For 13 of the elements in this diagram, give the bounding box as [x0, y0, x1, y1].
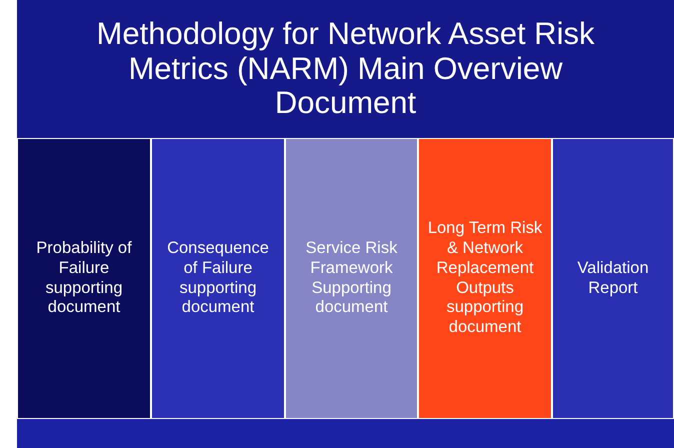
document-column [552, 138, 674, 419]
column-label: Validation Report [576, 258, 650, 298]
footer-bar [17, 419, 674, 448]
document-column [151, 138, 285, 419]
column-label: Consequence of Failure supporting document [166, 238, 270, 318]
title-text: Methodology for Network Asset Risk Metrics (NARM) Main Overview Document [96, 16, 596, 122]
column-label: Long Term Risk & Network Replacement Outputs supporting document [426, 219, 544, 338]
document-column [17, 138, 151, 419]
column-label: Probability of Failure supporting document [35, 238, 133, 318]
document-column [285, 138, 418, 419]
title-banner [17, 0, 674, 138]
document-column [418, 138, 552, 419]
column-label: Service Risk Framework Supporting document [304, 238, 398, 318]
